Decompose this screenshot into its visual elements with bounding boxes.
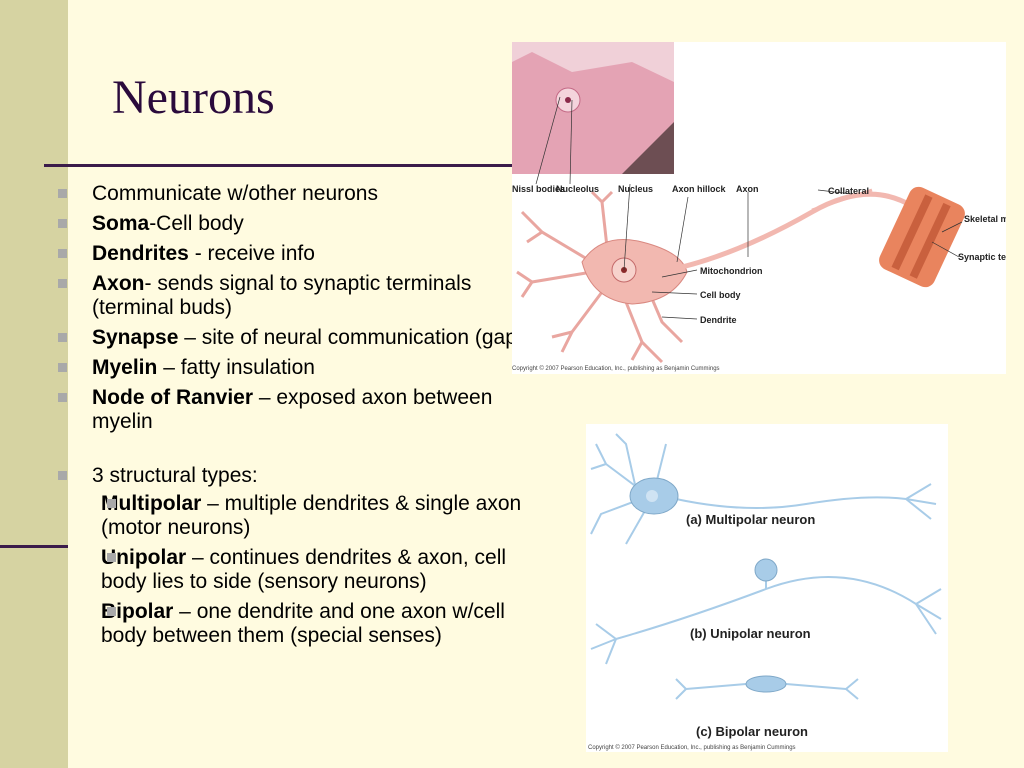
neuron-types-illustration: (a) Multipolar neuron (b) Unipolar neuro…: [588, 433, 942, 751]
bullet-item: Axon- sends signal to synaptic terminals…: [56, 272, 526, 320]
label-nucleolus: Nucleolus: [556, 184, 599, 194]
bullet-marker: [58, 333, 67, 342]
left-decorative-strip: [0, 0, 68, 768]
types-heading: 3 structural types:: [92, 464, 258, 487]
bullet-marker: [58, 393, 67, 402]
label-nissl-bodies: Nissl bodies: [512, 184, 565, 194]
bullet-text: – site of neural communication (gap): [178, 326, 524, 349]
bullet-item: Soma-Cell body: [56, 212, 526, 236]
bullet-marker: [58, 249, 67, 258]
sub-bullet-bold: Multipolar: [101, 492, 202, 515]
label-synaptic-terminals: Synaptic terminals: [958, 252, 1006, 262]
bullet-bold: Myelin: [92, 356, 158, 379]
left-rule: [0, 545, 68, 548]
sub-bullet-marker: [107, 499, 116, 508]
sub-bullet-text: – multiple dendrites & single axon (moto…: [101, 492, 522, 539]
sub-bullet-item: Multipolar – multiple dendrites & single…: [56, 492, 526, 540]
label-nucleus: Nucleus: [618, 184, 653, 194]
bullet-text: – fatty insulation: [157, 356, 315, 379]
sub-bullet-marker: [107, 553, 116, 562]
sub-bullet-text: – one dendrite and one axon w/cell body …: [101, 600, 505, 647]
bullet-text: – exposed axon between myelin: [92, 386, 493, 433]
label-nissl-bodies-text: Nissl bodies: [512, 184, 565, 194]
bullet-item: Communicate w/other neurons: [56, 182, 526, 206]
bullet-text: - sends signal to synaptic terminals (te…: [92, 272, 472, 319]
label-multipolar: (a) Multipolar neuron: [686, 512, 815, 527]
bullet-item: Synapse – site of neural communication (…: [56, 326, 526, 350]
neuron-types-figure: (a) Multipolar neuron (b) Unipolar neuro…: [586, 424, 948, 752]
bullet-item: Node of Ranvier – exposed axon between m…: [56, 386, 526, 434]
micrograph-nucleolus: [565, 97, 571, 103]
bipolar-cell-body: [745, 675, 787, 693]
unipolar-cell-body: [754, 558, 778, 582]
label-mitochondrion: Mitochondrion: [700, 266, 763, 276]
bullet-bold: Soma: [92, 212, 150, 235]
label-bipolar: (c) Bipolar neuron: [696, 724, 808, 739]
micrograph-background: [512, 42, 674, 82]
bullet-bold: Node of Ranvier: [92, 386, 254, 409]
bullet-text: -Cell body: [149, 212, 244, 235]
bullet-item: 3 structural types: Multipolar – multipl…: [56, 464, 526, 648]
bullet-bold: Dendrites: [92, 242, 189, 265]
sub-bullet-marker: [107, 607, 116, 616]
sub-bullet-item: Bipolar – one dendrite and one axon w/ce…: [56, 600, 526, 648]
slide-title: Neurons: [112, 71, 275, 124]
bullet-bold: Synapse: [92, 326, 179, 349]
bullet-item: Myelin – fatty insulation: [56, 356, 526, 380]
bullet-bold: Axon: [92, 272, 145, 295]
label-skeletal-muscle: Skeletal muscle: [964, 214, 1006, 224]
label-unipolar: (b) Unipolar neuron: [690, 626, 811, 641]
unipolar-neuron: [590, 574, 942, 665]
types-list: Multipolar – multiple dendrites & single…: [92, 492, 526, 648]
copyright-bottom: Copyright © 2007 Pearson Education, Inc.…: [588, 744, 796, 751]
label-axon: Axon: [736, 184, 759, 194]
sub-bullet-bold: Unipolar: [101, 546, 187, 569]
label-cell-body: Cell body: [700, 290, 741, 300]
neuron-structure-figure: Nissl bodies Nucleolus Nucleus Axon hill…: [512, 42, 1024, 374]
label-axon-hillock: Axon hillock: [672, 184, 727, 194]
micrograph-dark-region: [622, 122, 674, 174]
bullet-marker: [58, 189, 67, 198]
bipolar-neuron: [675, 678, 859, 700]
sub-bullet-item: Unipolar – continues dendrites & axon, c…: [56, 546, 526, 594]
bullet-item: Dendrites - receive info: [56, 242, 526, 266]
neuron-structure-illustration: Nissl bodies Nucleolus Nucleus Axon hill…: [512, 42, 1024, 372]
label-leader-lines: [535, 96, 963, 320]
skeletal-muscle: [879, 186, 965, 288]
bullet-marker: [58, 363, 67, 372]
bullet-marker: [58, 279, 67, 288]
sub-bullet-bold: Bipolar: [101, 600, 174, 623]
axon: [681, 191, 934, 270]
axon-collateral: [811, 188, 873, 212]
dendrite-branches: [516, 190, 684, 364]
multipolar-neuron: [590, 433, 937, 545]
sub-bullet-text: – continues dendrites & axon, cell body …: [101, 546, 507, 593]
bullet-list: Communicate w/other neurons Soma-Cell bo…: [56, 182, 526, 654]
bullet-text: - receive info: [188, 242, 315, 265]
multipolar-nucleus: [646, 490, 658, 502]
bullet-text: Communicate w/other neurons: [92, 182, 378, 205]
bullet-marker: [58, 471, 67, 480]
title-rule: [44, 164, 524, 167]
label-dendrite: Dendrite: [700, 315, 737, 325]
copyright-top: Copyright © 2007 Pearson Education, Inc.…: [512, 365, 720, 372]
bullet-marker: [58, 219, 67, 228]
label-collateral: Collateral: [828, 186, 869, 196]
